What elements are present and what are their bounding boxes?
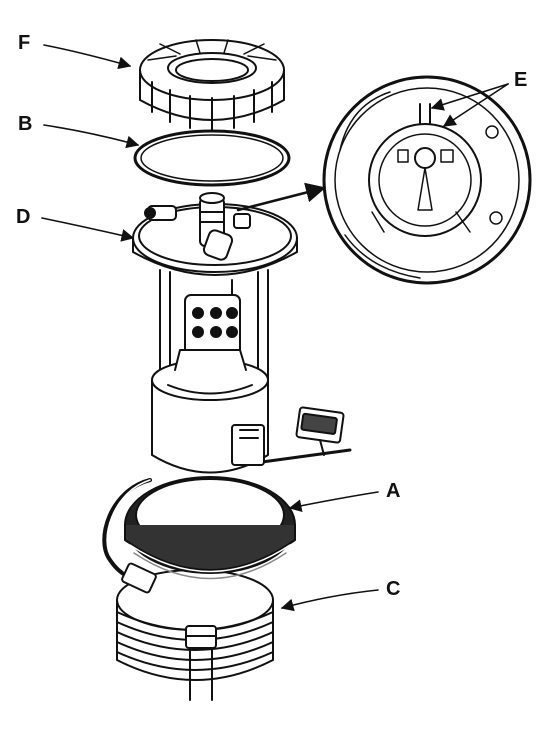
tank-opening-collar <box>116 569 274 701</box>
leader-lines <box>41 44 509 612</box>
o-ring <box>133 129 291 187</box>
base-gasket <box>124 476 296 580</box>
pump-flange <box>132 192 298 276</box>
pump-module-body <box>151 269 345 474</box>
callout-d-label: D <box>16 206 31 228</box>
alignment-detail-view <box>322 75 532 285</box>
callout-b-label: B <box>18 113 33 135</box>
locking-ring <box>139 39 285 131</box>
callout-f-label: F <box>18 32 31 54</box>
wire-harness <box>102 448 352 594</box>
callout-c-label: C <box>386 578 401 600</box>
callout-a-label: A <box>386 480 401 502</box>
callout-e-label: E <box>514 69 528 91</box>
